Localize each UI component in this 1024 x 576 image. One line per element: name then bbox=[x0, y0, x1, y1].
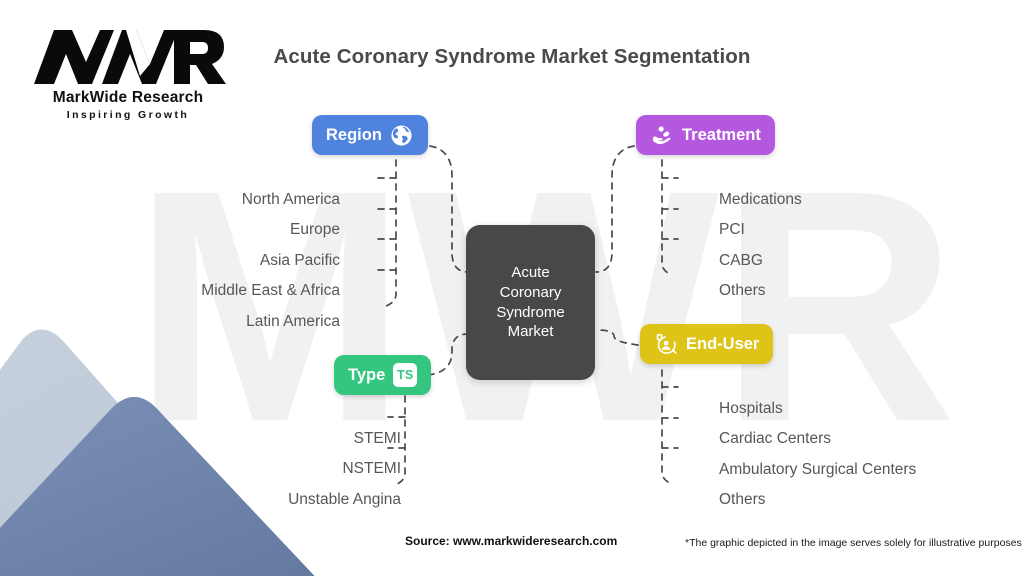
list-item: PCI bbox=[719, 221, 745, 238]
connector-enduser-spine bbox=[661, 369, 673, 485]
connector-region-spine bbox=[385, 159, 397, 307]
list-item: STEMI bbox=[353, 429, 401, 447]
list-item: Middle East & Africa bbox=[201, 282, 340, 299]
list-item: Others bbox=[719, 491, 766, 508]
category-label-region: Region bbox=[326, 125, 382, 144]
item-list-type: STEMI NSTEMI Unstable Angina bbox=[248, 424, 401, 516]
ts-chip-icon: TS bbox=[393, 363, 418, 387]
logo-tagline: Inspiring Growth bbox=[66, 109, 190, 121]
list-item: CABG bbox=[719, 251, 763, 269]
list-item: Others bbox=[719, 282, 766, 299]
user-profile-icon bbox=[654, 332, 678, 356]
connector-treatment-to-center bbox=[595, 145, 635, 273]
hand-pills-icon bbox=[650, 123, 674, 147]
connector-treatment-spine bbox=[661, 159, 673, 276]
category-badge-region[interactable]: Region bbox=[312, 115, 428, 155]
disclaimer-label: *The graphic depicted in the image serve… bbox=[685, 537, 1022, 549]
list-item: Medications bbox=[719, 190, 802, 208]
central-line-2: Coronary bbox=[499, 283, 562, 301]
category-badge-treatment[interactable]: Treatment bbox=[636, 115, 775, 155]
central-line-1: Acute bbox=[511, 263, 550, 281]
central-line-3: Syndrome bbox=[496, 303, 565, 321]
category-label-enduser: End-User bbox=[686, 334, 760, 353]
item-list-enduser: Hospitals Cardiac Centers Ambulatory Sur… bbox=[679, 394, 916, 516]
logo-mark-icon bbox=[34, 30, 226, 84]
list-item: Unstable Angina bbox=[288, 490, 401, 508]
list-item: North America bbox=[241, 190, 340, 208]
category-label-treatment: Treatment bbox=[682, 125, 761, 144]
central-market-node: Acute Coronary Syndrome Market bbox=[466, 225, 595, 380]
list-item: Hospitals bbox=[719, 399, 783, 417]
list-item: Ambulatory Surgical Centers bbox=[719, 460, 917, 478]
globe-icon bbox=[390, 123, 414, 147]
logo-company-name: MarkWide Research bbox=[52, 89, 204, 106]
connector-enduser-to-center bbox=[595, 329, 639, 346]
list-item: Europe bbox=[290, 221, 340, 238]
list-item: NSTEMI bbox=[342, 460, 401, 477]
category-badge-enduser[interactable]: End-User bbox=[640, 324, 774, 364]
category-label-type: Type bbox=[348, 365, 386, 384]
item-list-region: North America Europe Asia Pacific Middle… bbox=[161, 185, 340, 338]
connector-type-to-center bbox=[427, 333, 469, 376]
central-market-label: Acute Coronary Syndrome Market bbox=[496, 263, 564, 342]
item-list-treatment: Medications PCI CABG Others bbox=[679, 185, 802, 307]
page-title: Acute Coronary Syndrome Market Segmentat… bbox=[273, 45, 751, 68]
connector-region-to-center bbox=[429, 145, 469, 273]
list-item: Asia Pacific bbox=[259, 251, 340, 269]
list-item: Latin America bbox=[246, 312, 340, 330]
source-label: Source: www.markwideresearch.com bbox=[405, 534, 618, 548]
brand-logo: MarkWide Research Inspiring Growth bbox=[28, 26, 228, 121]
ts-chip-text: TS bbox=[393, 363, 418, 387]
list-item: Cardiac Centers bbox=[719, 430, 831, 447]
category-badge-type[interactable]: Type TS bbox=[334, 355, 432, 395]
connector-type-spine bbox=[394, 395, 406, 486]
central-line-4: Market bbox=[507, 323, 554, 341]
